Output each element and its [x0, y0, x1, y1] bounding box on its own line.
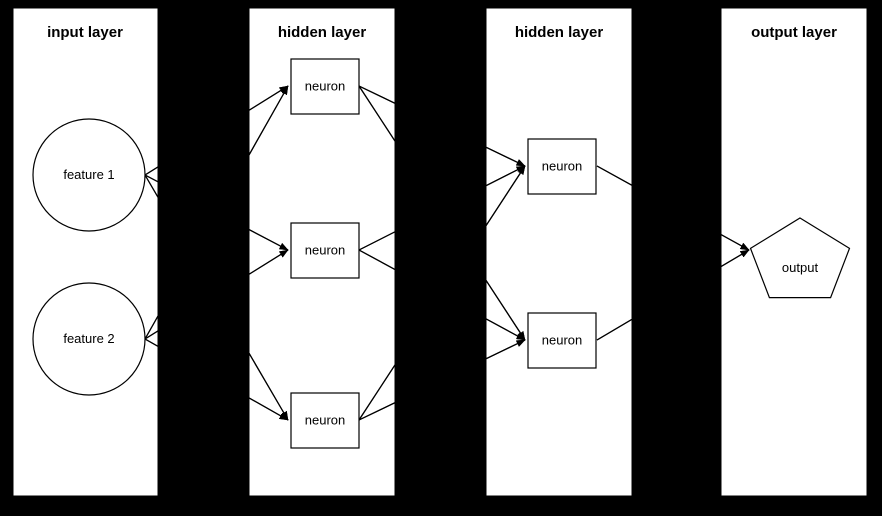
layer-title-hidden1: hidden layer [278, 24, 367, 41]
hidden1-node-0-label: neuron [305, 79, 345, 94]
hidden1-node-1-label: neuron [305, 243, 345, 258]
input-node-1-circle[interactable] [32, 282, 146, 396]
hidden2-node-1-label: neuron [542, 333, 582, 348]
hidden2-node-0-label: neuron [542, 159, 582, 174]
hidden1-node-2-rect[interactable] [290, 392, 360, 449]
input-node-0-label: feature 1 [63, 167, 114, 182]
gap-occluder-1 [395, 0, 486, 516]
layer-title-input: input layer [47, 24, 123, 41]
hidden1-node-2-label: neuron [305, 413, 345, 428]
hidden1-node-1-rect[interactable] [290, 222, 360, 279]
input-node-0-circle[interactable] [32, 118, 146, 232]
output-node-0-label: output [782, 260, 819, 275]
hidden2-node-1-rect[interactable] [527, 312, 597, 369]
layer-panel-hidden2 [485, 7, 633, 497]
output-node-0-pentagon[interactable] [749, 217, 851, 299]
gap-occluders [158, 0, 721, 516]
hidden1-node-0-rect[interactable] [290, 58, 360, 115]
layer-title-output: output layer [751, 24, 837, 41]
hidden2-node-0-rect[interactable] [527, 138, 597, 195]
gap-occluder-0 [158, 0, 249, 516]
layer-title-hidden2: hidden layer [515, 24, 604, 41]
title-group: input layer hidden layer hidden layer outpu… [47, 24, 837, 41]
gap-occluder-2 [632, 0, 721, 516]
layer-panel-input [12, 7, 159, 497]
input-node-1-label: feature 2 [63, 331, 114, 346]
